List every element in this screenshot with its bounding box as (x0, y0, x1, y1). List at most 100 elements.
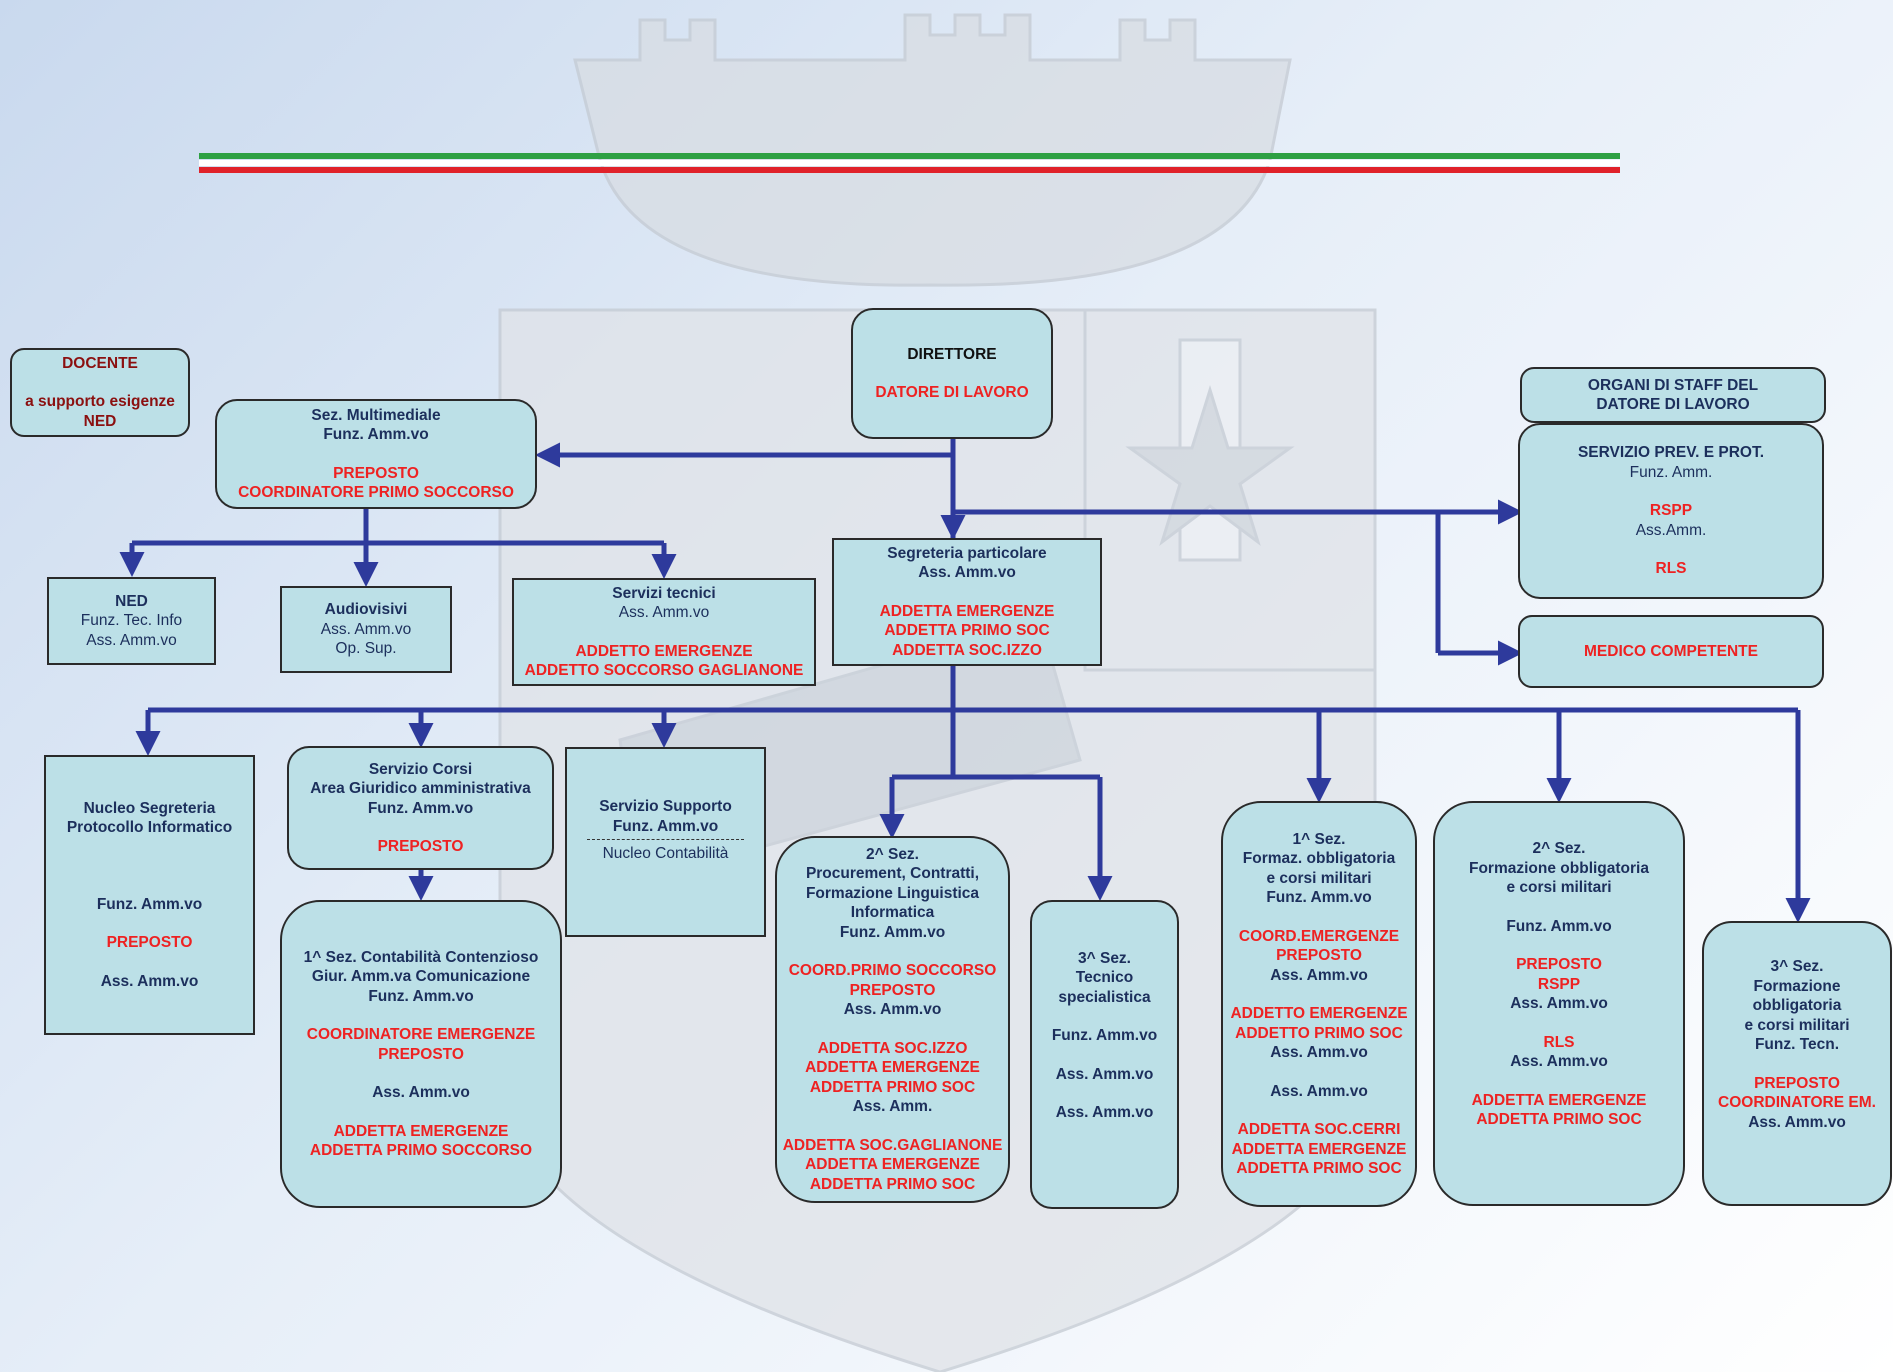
sez3-tecnico-line-1: Funz. Amm.vo (1051, 1027, 1158, 1044)
sez2-formazione-title-2: Formazione obbligatoria (1469, 859, 1649, 877)
sez2-formazione-box: 2^ Sez. Formazione obbligatoria e corsi … (1433, 801, 1685, 1206)
audiovisivi-line-2: Op. Sup. (335, 640, 397, 658)
sez2-procurement-role-5: ADDETTA PRIMO SOC (809, 1078, 976, 1096)
audiovisivi-line-1: Ass. Amm.vo (320, 620, 412, 638)
medico-competente-label: MEDICO COMPETENTE (1584, 642, 1758, 660)
sez2-formazione-line-1: Funz. Amm.vo (1506, 917, 1612, 935)
servizio-supporto-title-2: Funz. Amm.vo (612, 817, 719, 835)
sez2-procurement-role-4: ADDETTA EMERGENZE (805, 1059, 980, 1077)
servizio-prev-line-1: Funz. Amm. (1629, 463, 1713, 481)
sez1-formaz-role-4: ADDETTO PRIMO SOC (1235, 1024, 1403, 1042)
segreteria-particolare-box: Segreteria particolare Ass. Amm.vo ADDET… (832, 538, 1102, 666)
flag-white-stripe (199, 160, 1620, 166)
nucleo-segreteria-title-2: Protocollo Informatico (66, 819, 233, 837)
sez2-procurement-line-2: Ass. Amm. (852, 1098, 933, 1116)
sez2-procurement-title-1: 2^ Sez. (866, 845, 919, 863)
servizio-supporto-title-1: Servizio Supporto (599, 798, 732, 815)
sez1-contabilita-role-1: COORDINATORE EMERGENZE (306, 1026, 536, 1043)
sez1-contabilita-title-3: Funz. Amm.vo (368, 987, 474, 1005)
segreteria-role-1: ADDETTA EMERGENZE (879, 602, 1055, 620)
sez2-formazione-role-1: PREPOSTO (1516, 956, 1602, 974)
servizi-tecnici-role-2: ADDETTO SOCCORSO GAGLIANONE (524, 662, 804, 679)
servizio-corsi-box: Servizio Corsi Area Giuridico amministra… (287, 746, 554, 870)
sez1-contabilita-role-2: PREPOSTO (378, 1045, 464, 1063)
sez1-contabilita-box: 1^ Sez. Contabilità Contenzioso Giur. Am… (280, 900, 562, 1208)
sez1-formaz-role-3: ADDETTO EMERGENZE (1230, 1005, 1408, 1022)
sez3-formazione-role-1: PREPOSTO (1754, 1074, 1840, 1092)
direttore-role: DATORE DI LAVORO (875, 384, 1029, 401)
servizi-tecnici-role-1: ADDETTO EMERGENZE (575, 642, 753, 660)
sez1-formaz-role-2: PREPOSTO (1276, 947, 1362, 964)
docente-box: DOCENTE a supporto esigenze NED (10, 348, 190, 437)
sez2-procurement-role-7: ADDETTA EMERGENZE (805, 1156, 980, 1174)
sez3-tecnico-line-2: Ass. Amm.vo (1055, 1065, 1154, 1083)
sez1-formaz-line-3: Ass. Amm.vo (1270, 1082, 1368, 1100)
sez1-formaz-role-1: COORD.EMERGENZE (1238, 927, 1400, 945)
sez3-formazione-title-5: Funz. Tecn. (1754, 1036, 1840, 1053)
ned-line-1: Funz. Tec. Info (80, 612, 183, 630)
sez2-formazione-role-2: RSPP (1537, 975, 1581, 993)
sez1-contabilita-title-1: 1^ Sez. Contabilità Contenzioso (303, 948, 539, 966)
servizio-prev-title: SERVIZIO PREV. E PROT. (1577, 444, 1765, 462)
servizio-prev-rspp: RSPP (1649, 502, 1693, 520)
nucleo-segreteria-box: Nucleo Segreteria Protocollo Informatico… (44, 755, 255, 1035)
ned-line-2: Ass. Amm.vo (86, 631, 177, 649)
sez2-procurement-box: 2^ Sez. Procurement, Contratti, Formazio… (775, 836, 1010, 1203)
sez2-procurement-role-3: ADDETTA SOC.IZZO (817, 1039, 968, 1057)
sez1-formaz-title-4: Funz. Amm.vo (1266, 889, 1372, 906)
tricolor-line (199, 153, 1620, 173)
sez2-formazione-line-2: Ass. Amm.vo (1510, 995, 1608, 1013)
sez2-procurement-title-2: Procurement, Contratti, (805, 865, 980, 883)
sez2-procurement-title-4: Informatica (850, 904, 935, 922)
segreteria-role-2: ADDETTA PRIMO SOC (884, 622, 1050, 640)
servizi-tecnici-box: Servizi tecnici Ass. Amm.vo ADDETTO EMER… (512, 578, 816, 686)
sez2-formazione-role-3: ADDETTA EMERGENZE (1471, 1091, 1647, 1109)
sez3-formazione-title-1: 3^ Sez. (1770, 958, 1824, 975)
staff-header-box: ORGANI DI STAFF DEL DATORE DI LAVORO (1520, 367, 1826, 423)
sez2-formazione-line-3: Ass. Amm.vo (1510, 1053, 1608, 1071)
sez3-tecnico-title-3: specialistica (1058, 988, 1151, 1006)
staff-header-line-1: ORGANI DI STAFF DEL (1587, 376, 1759, 394)
servizio-supporto-sub: Nucleo Contabilità (602, 845, 729, 862)
servizio-prev-line-2: Ass.Amm. (1635, 521, 1707, 539)
nucleo-segreteria-role: PREPOSTO (106, 934, 193, 952)
servizio-corsi-role: PREPOSTO (377, 838, 464, 855)
sez-multimediale-box: Sez. Multimediale Funz. Amm.vo PREPOSTO … (215, 399, 537, 509)
sez1-formaz-title-2: Formaz. obbligatoria (1242, 850, 1396, 867)
sez2-formazione-role-4: ADDETTA PRIMO SOC (1476, 1111, 1642, 1129)
sez2-formazione-title-3: e corsi militari (1506, 879, 1612, 897)
sez1-contabilita-title-2: Giur. Amm.va Comunicazione (311, 968, 531, 985)
multimediale-line-1: Sez. Multimediale (311, 406, 441, 424)
sez3-tecnico-box: 3^ Sez. Tecnico specialistica Funz. Amm.… (1030, 900, 1179, 1209)
sez1-contabilita-role-3: ADDETTA EMERGENZE (333, 1122, 509, 1140)
sez2-procurement-role-1: COORD.PRIMO SOCCORSO (788, 962, 997, 980)
sez1-formaz-role-5: ADDETTA SOC.CERRI (1237, 1121, 1401, 1138)
staff-header-line-2: DATORE DI LAVORO (1596, 396, 1750, 413)
docente-title: DOCENTE (62, 354, 138, 372)
direttore-title: DIRETTORE (907, 345, 997, 363)
segreteria-line: Ass. Amm.vo (918, 564, 1016, 582)
sez2-formazione-title-1: 2^ Sez. (1532, 840, 1586, 858)
sez1-formaz-line-2: Ass. Amm.vo (1270, 1044, 1368, 1061)
multimediale-role-1: PREPOSTO (333, 464, 419, 482)
sez3-tecnico-title-2: Tecnico (1075, 969, 1134, 986)
sez3-formazione-role-2: COORDINATORE EM. (1718, 1094, 1876, 1111)
medico-competente-box: MEDICO COMPETENTE (1518, 615, 1824, 688)
sez2-procurement-line-1: Ass. Amm.vo (843, 1001, 942, 1019)
sez1-formaz-role-6: ADDETTA EMERGENZE (1231, 1140, 1407, 1158)
servizi-tecnici-line: Ass. Amm.vo (618, 604, 710, 621)
sez1-formaz-line-1: Ass. Amm.vo (1270, 966, 1368, 984)
flag-green-stripe (199, 153, 1620, 159)
audiovisivi-title: Audiovisivi (324, 601, 408, 619)
servizio-supporto-box: Servizio Supporto Funz. Amm.vo Nucleo Co… (565, 747, 766, 937)
flag-red-stripe (199, 167, 1620, 173)
audiovisivi-box: Audiovisivi Ass. Amm.vo Op. Sup. (280, 586, 452, 673)
multimediale-role-2: COORDINATORE PRIMO SOCCORSO (238, 484, 514, 501)
sez1-formaz-title-3: e corsi militari (1266, 869, 1372, 887)
servizio-corsi-title-1: Servizio Corsi (368, 760, 473, 778)
sez3-formazione-title-2: Formazione (1753, 977, 1841, 995)
ned-box: NED Funz. Tec. Info Ass. Amm.vo (47, 577, 216, 665)
direttore-box: DIRETTORE DATORE DI LAVORO (851, 308, 1053, 439)
sez2-formazione-rls: RLS (1543, 1033, 1575, 1051)
divider (586, 839, 745, 840)
